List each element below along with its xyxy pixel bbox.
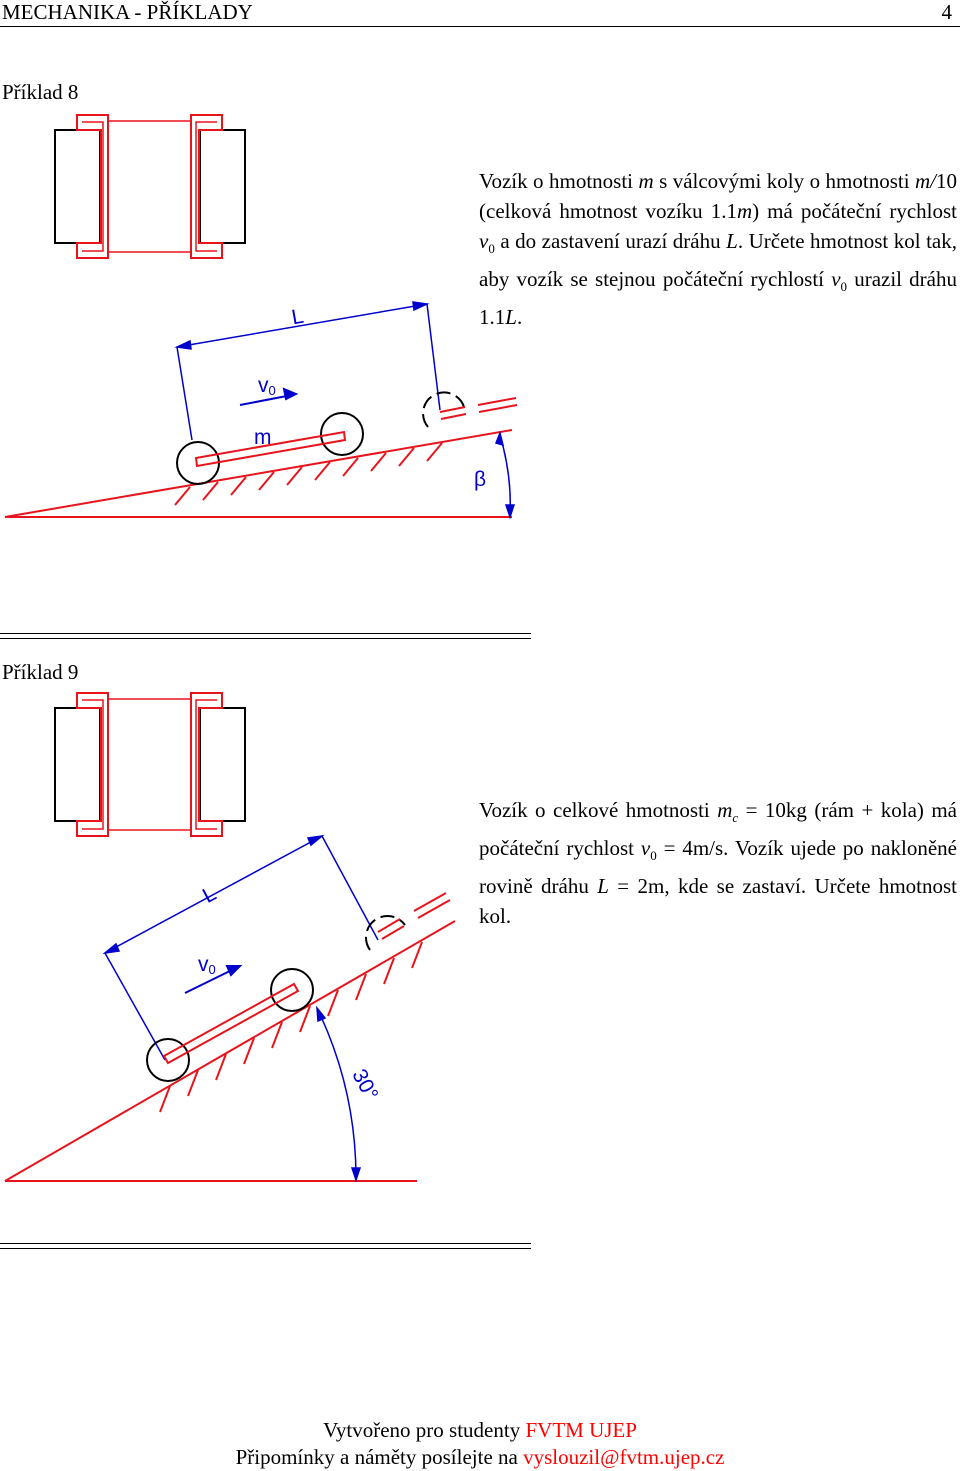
incline-plane [4, 920, 456, 1182]
page-number: 4 [941, 0, 953, 24]
label-beta: β [474, 468, 486, 491]
example-9-text: Vozík o celkové hmotnosti mc = 10kg (rám… [479, 798, 957, 929]
label-30: 30° [347, 1065, 382, 1104]
label-v0: v0 [198, 953, 216, 977]
header-rule [0, 26, 960, 27]
dimension-L [102, 834, 379, 1061]
cart-top-view [54, 114, 246, 259]
cart-side-view [146, 892, 451, 1082]
dimension-L [174, 301, 441, 441]
section-divider-2 [0, 1243, 531, 1249]
section-divider [0, 633, 531, 639]
angle-beta [494, 430, 516, 520]
example-9-title: Příklad 9 [2, 660, 79, 684]
footer-line-1: Vytvořeno pro studenty FVTM UJEP [323, 1418, 637, 1442]
example-8-title: Příklad 8 [2, 80, 79, 104]
incline-plane [4, 429, 513, 518]
label-v0: v0 [258, 374, 276, 398]
angle-30 [316, 1005, 362, 1183]
example-9-figure: L v0 30° [4, 692, 456, 1183]
label-m: m [254, 426, 272, 449]
velocity-arrow [184, 965, 243, 994]
page-header-title: MECHANIKA - PŘÍKLADY [2, 0, 253, 24]
label-L: L [199, 882, 220, 908]
footer-line-2: Připomínky a náměty posílejte na vyslouz… [235, 1445, 725, 1469]
velocity-arrow [239, 387, 299, 406]
cart-side-view [176, 391, 518, 485]
example-8-text: Vozík o hmotnosti m s válcovými koly o h… [479, 169, 958, 330]
example-8-figure: L v0 m β [4, 114, 518, 520]
cart-top-view [54, 692, 246, 837]
contact-email-link[interactable]: vyslouzil@fvtm.ujep.cz [523, 1445, 725, 1469]
label-L: L [290, 305, 306, 330]
